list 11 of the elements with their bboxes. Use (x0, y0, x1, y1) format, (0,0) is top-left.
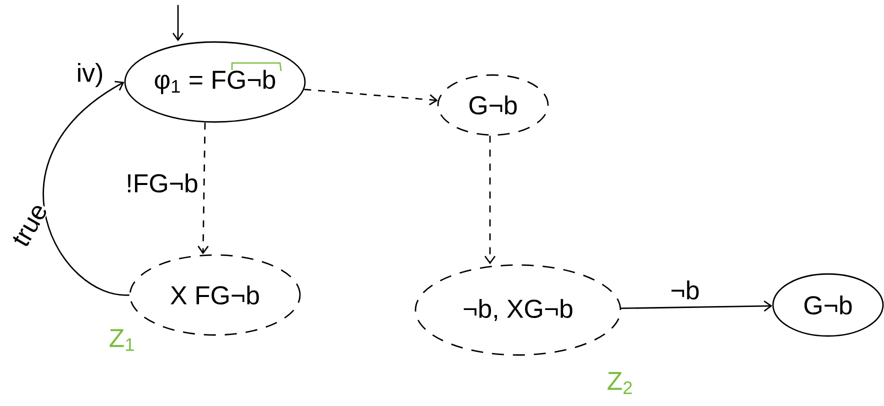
note-label: iv) (78, 62, 102, 88)
arrow (42, 80, 130, 296)
region-label: Z$_{2}$ (608, 372, 632, 394)
arrow (198, 122, 209, 254)
edge-label: true (12, 206, 46, 246)
arrow (484, 136, 496, 264)
edge-label: !FG¬b (128, 174, 198, 193)
arrow (304, 88, 438, 106)
arrow (172, 5, 184, 42)
edge-label: ¬b (672, 280, 699, 300)
arrow (621, 300, 772, 312)
